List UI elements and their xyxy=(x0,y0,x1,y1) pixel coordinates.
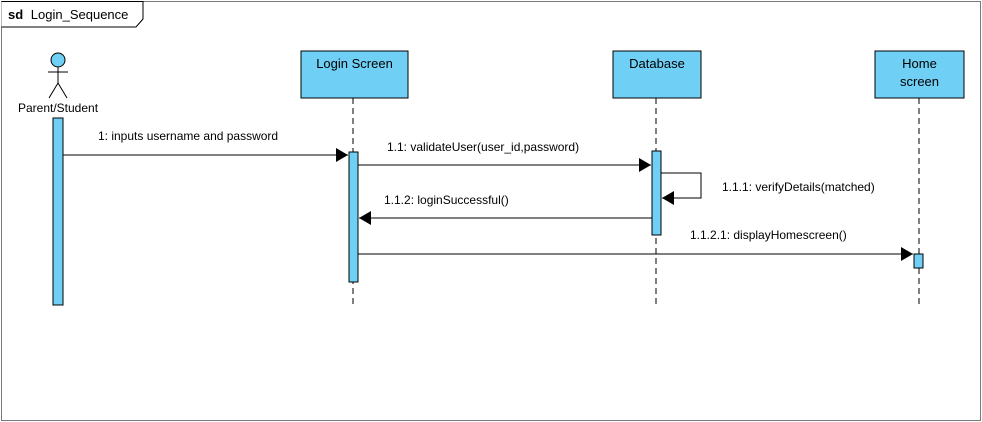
message-1-1-2: 1.1.2: loginSuccessful() xyxy=(359,193,652,225)
message-label-1-1-2: 1.1.2: loginSuccessful() xyxy=(384,193,509,207)
message-label-1: 1: inputs username and password xyxy=(98,129,278,143)
frame-name: Login_Sequence xyxy=(31,7,129,22)
frame-title-tab xyxy=(1,1,144,28)
message-1-1: 1.1: validateUser(user_id,password) xyxy=(358,140,651,172)
lifeline-login-screen: Login Screen xyxy=(300,50,409,305)
stick-figure-icon xyxy=(48,52,68,99)
lifeline-label-home-line1: Home xyxy=(902,56,937,71)
message-label-1-1-2-1: 1.1.2.1: displayHomescreen() xyxy=(690,228,847,242)
lifeline-head-database xyxy=(612,50,702,99)
activation-bar-login-screen xyxy=(348,151,359,283)
actor-label: Parent/Student xyxy=(18,101,99,115)
lifeline-label-database: Database xyxy=(629,56,685,71)
lifeline-home-screen: Home screen xyxy=(874,50,965,305)
message-label-1-1-1: 1.1.1: verifyDetails(matched) xyxy=(722,180,875,194)
lifeline-database: Database xyxy=(612,50,702,305)
message-label-1-1: 1.1: validateUser(user_id,password) xyxy=(387,140,579,154)
activation-bar-database xyxy=(651,150,662,236)
lifeline-head-home-screen xyxy=(874,50,965,99)
frame-keyword: sd xyxy=(8,7,23,22)
activation-bar-home-screen xyxy=(913,253,924,269)
message-1: 1: inputs username and password xyxy=(63,129,348,162)
lifeline-label-home-line2: screen xyxy=(900,74,939,89)
activation-bar-actor xyxy=(52,117,64,306)
frame-title: sd Login_Sequence xyxy=(8,7,128,22)
lifeline-label-login-screen: Login Screen xyxy=(316,56,393,71)
message-1-1-2-1: 1.1.2.1: displayHomescreen() xyxy=(358,228,913,261)
actor-parent-student: Parent/Student xyxy=(18,52,99,306)
lifeline-head-login-screen xyxy=(300,50,409,99)
message-1-1-1-self: 1.1.1: verifyDetails(matched) xyxy=(661,172,875,205)
